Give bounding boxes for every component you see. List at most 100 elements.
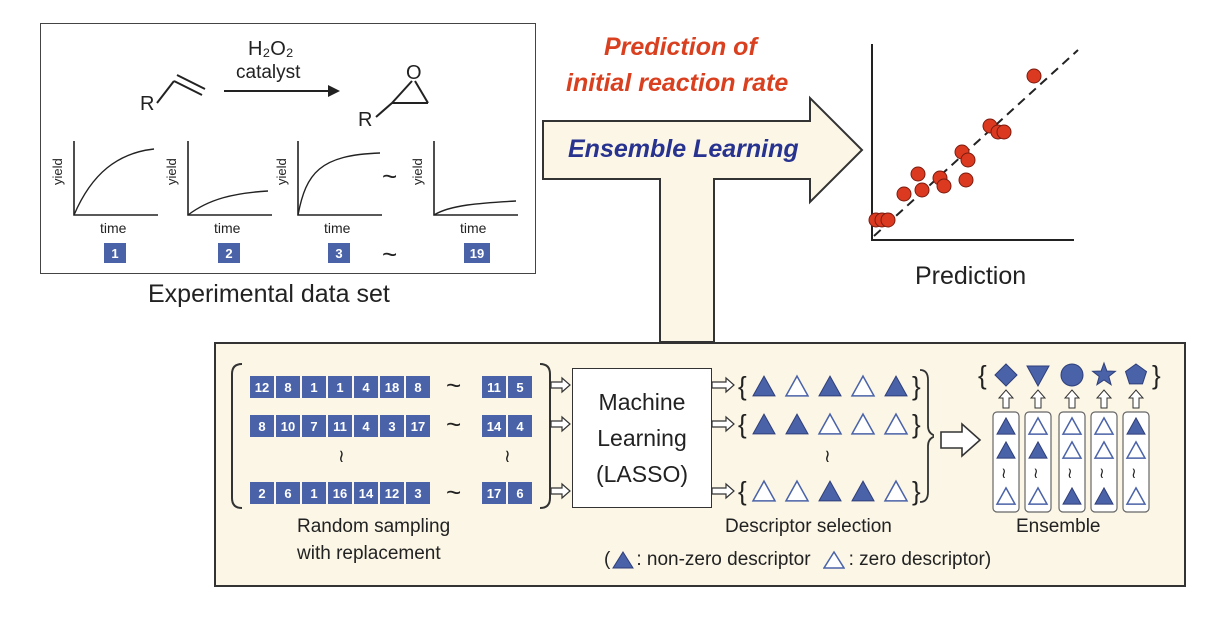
sample-cell-value: 4 (362, 419, 370, 434)
descriptor-selection: {}{}{} ≀ (738, 369, 934, 506)
sample-cell (354, 376, 378, 398)
hollow-arrow-ensemble (940, 422, 982, 458)
descriptor-brace-open: { (738, 371, 747, 401)
ensemble-vdots: ≀ (1033, 465, 1039, 482)
sample-cell-value: 16 (333, 486, 347, 501)
plot-x-label: time (214, 220, 241, 236)
hollow-arrow-in-1 (550, 376, 571, 394)
sample-cell-value: 3 (388, 419, 395, 434)
hollow-arrow-in-3 (550, 482, 571, 500)
dataset-caption: Experimental data set (148, 280, 390, 308)
descriptor-brace-close: } (912, 371, 921, 401)
ensemble-column (1058, 411, 1086, 513)
ensemble-vdots: ≀ (1099, 465, 1105, 482)
sample-cell (508, 376, 532, 398)
ml-box: Machine Learning (LASSO) (572, 368, 712, 508)
ensemble-brace-close: } (1152, 360, 1161, 390)
sampling-tilde-3: ~ (446, 477, 461, 507)
sample-cell (354, 415, 378, 437)
ensemble-vdots: ≀ (1001, 465, 1007, 482)
legend-zero-label: : zero descriptor (848, 549, 985, 570)
sampling-left-bracket (231, 363, 243, 509)
sample-cell (406, 415, 430, 437)
epoxide-oxygen: O (406, 62, 422, 84)
sample-cell (276, 376, 300, 398)
sample-cell-value: 6 (516, 486, 523, 501)
nonzero-descriptor-icon (851, 480, 875, 502)
epoxide-bond-3 (414, 80, 429, 104)
nonzero-descriptor-icon (1094, 486, 1114, 505)
sample-cell (328, 415, 352, 437)
sample-cell (250, 415, 274, 437)
ensemble-group: {}≀≀≀≀≀ (978, 360, 1161, 513)
plot-curve (73, 148, 155, 216)
hollow-arrow-up-icon (997, 389, 1015, 409)
sample-cell (508, 482, 532, 504)
dataset-id: 1 (111, 246, 118, 261)
zero-descriptor-icon (784, 479, 810, 502)
zero-descriptor-icon (1093, 440, 1115, 459)
zero-descriptor-icon (850, 412, 876, 435)
prediction-title-line2: initial reaction rate (566, 69, 789, 97)
sample-cell-value: 14 (359, 486, 374, 501)
scatter-point (936, 178, 952, 194)
sample-cell-value: 12 (255, 380, 269, 395)
sample-cell (508, 415, 532, 437)
sample-cell-value: 12 (385, 486, 399, 501)
ensemble-vdots: ≀ (1067, 465, 1073, 482)
sample-cell-value: 4 (362, 380, 370, 395)
id-separator-tilde: ~ (382, 239, 397, 269)
scatter-point (960, 152, 976, 168)
product-bond-1 (375, 102, 393, 118)
zero-descriptor-icon (784, 374, 810, 397)
sample-cell-value: 1 (336, 380, 343, 395)
ensemble-arrow-shape (542, 95, 864, 343)
sampling-caption-line2: with replacement (297, 543, 441, 564)
plot-curve (187, 190, 269, 216)
reaction-arrow-head (328, 85, 340, 97)
scatter-point (1026, 68, 1042, 84)
nonzero-descriptor-icon (818, 480, 842, 502)
sample-cell-value: 11 (333, 419, 347, 434)
experimental-dataset-panel (40, 23, 536, 274)
zero-descriptor-icon (1061, 416, 1083, 435)
plot-y-label: yield (410, 158, 425, 185)
reagent-h2o2: H₂O₂ (248, 38, 294, 60)
sample-cell (406, 376, 430, 398)
scatter-axes (871, 44, 1074, 241)
legend-nonzero-label: : non-zero descriptor (636, 549, 811, 570)
dataset-id-box (104, 243, 126, 263)
nonzero-descriptor-icon (1126, 416, 1146, 435)
nonzero-descriptor-icon (752, 413, 776, 435)
sample-cell-value: 2 (258, 486, 265, 501)
triangle-down-icon (1026, 365, 1050, 388)
ml-label-line2: Learning (597, 425, 687, 451)
ensemble-learning-label: Ensemble Learning (568, 135, 799, 163)
zero-descriptor-icon (1125, 486, 1147, 505)
sample-cell (250, 482, 274, 504)
sample-cell-value: 10 (281, 419, 295, 434)
sampling-vdots-2: ≀ (504, 446, 511, 466)
hollow-arrow-up-icon (1063, 389, 1081, 409)
pentagon-icon (1124, 363, 1148, 385)
plot-3: yield time 3 (274, 141, 382, 263)
product-r-label: R (358, 109, 372, 131)
nonzero-descriptor-icon (996, 440, 1016, 459)
zero-descriptor-icon (1061, 440, 1083, 459)
zero-descriptor-icon (995, 486, 1017, 505)
ensemble-caption: Ensemble (1016, 516, 1101, 537)
dataset-id-box (328, 243, 350, 263)
descriptor-vdots: ≀ (824, 446, 831, 466)
descriptor-brace-open: { (738, 476, 747, 506)
reactant-bond-3 (176, 74, 206, 90)
sample-cell (406, 482, 430, 504)
sample-cell-value: 7 (310, 419, 317, 434)
reaction-scheme: R H₂O₂ catalyst R O (140, 38, 429, 131)
legend-open-paren: ( (604, 549, 611, 570)
sample-cell-value: 14 (487, 419, 502, 434)
sample-cell-value: 18 (385, 380, 399, 395)
sample-cell (276, 482, 300, 504)
zero-descriptor-icon (850, 374, 876, 397)
circle-icon (1060, 363, 1084, 387)
